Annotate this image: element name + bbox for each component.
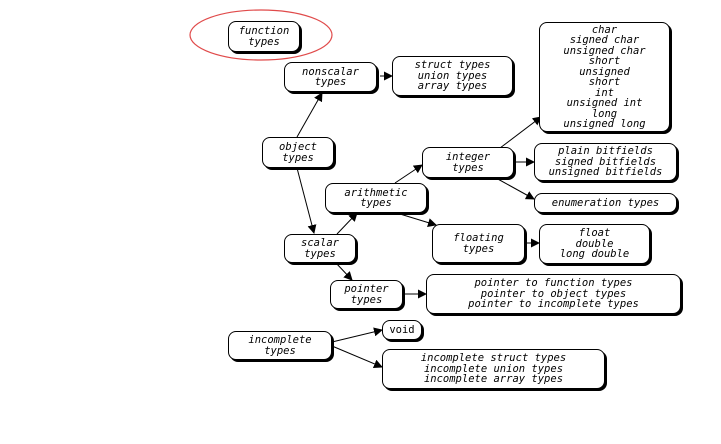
edge-incomplete-void (331, 327, 383, 343)
node-label-line: pointer (344, 283, 389, 295)
node-label-line: long double (559, 248, 630, 261)
edge-object-nonscalar (296, 92, 323, 138)
node-label-line: types (452, 161, 484, 174)
node-label-line: unsigned int (566, 97, 643, 109)
node-label-line: short (588, 76, 621, 88)
node-label-line: types (264, 344, 296, 357)
node-void: void (382, 320, 422, 340)
node-label-line: arithmetic (344, 186, 408, 199)
node-label-line: types (350, 293, 383, 306)
node-enumeration-types: enumeration types (534, 193, 677, 213)
node-label-line: char (591, 23, 618, 36)
node-label-line: incomplete array types (423, 373, 564, 386)
node-label-line: void (389, 323, 415, 336)
node-label-line: int (595, 86, 614, 99)
node-label-line: signed char (569, 34, 640, 46)
node-label-line: nonscalar (302, 65, 359, 78)
node-label-line: floating (453, 232, 504, 244)
edge-scalar-pointer (335, 262, 353, 281)
node-label-line: array types (417, 80, 488, 93)
edge-object-scalar (296, 167, 317, 234)
node-label-line: incomplete union types (423, 362, 564, 375)
node-label-line: types (462, 242, 495, 255)
node-label-line: pointer to object types (480, 287, 627, 300)
node-label-line: types (282, 151, 314, 164)
node-label-line: incomplete struct types (420, 352, 567, 365)
node-label-line: pointer to function types (474, 277, 633, 290)
node-label-line: struct types (414, 59, 491, 72)
node-label-line: pointer to incomplete types (468, 298, 639, 311)
node-label-line: object (279, 141, 317, 153)
edge-integer-enumeration (495, 177, 535, 200)
node-label-line: types (304, 247, 336, 260)
node-label-line: types (248, 35, 280, 48)
node-label-line: scalar (301, 237, 339, 249)
node-label-line: unsigned long (563, 118, 646, 130)
node-label-line: union types (417, 69, 488, 82)
node-label-line: plain bitfields (558, 145, 653, 158)
node-label-line: incomplete (248, 334, 312, 346)
node-label-line: float (578, 227, 611, 240)
node-label-line: integer (445, 151, 491, 163)
highlight-ring (189, 9, 333, 61)
edges (296, 71, 542, 369)
edge-integer-list (499, 116, 542, 149)
node-label-line: unsigned bitfields (548, 166, 663, 179)
node-label-line: long (591, 107, 618, 120)
edge-arithmetic-integer (394, 164, 423, 184)
edge-arithmetic-floating (399, 213, 437, 227)
node-label-line: unsigned (579, 65, 630, 78)
node-label-line: types (314, 76, 347, 88)
node-label-line: types (360, 197, 392, 209)
node-label-line: enumeration types (551, 196, 660, 209)
node-label-line: unsigned char (563, 44, 646, 57)
node-label-line: short (588, 55, 621, 67)
edge-scalar-arithmetic (336, 212, 358, 235)
edge-incomplete-list (331, 345, 383, 369)
node-label-line: double (575, 237, 614, 250)
node-label-line: signed bitfields (554, 155, 657, 168)
node-label-line: function (238, 25, 290, 37)
